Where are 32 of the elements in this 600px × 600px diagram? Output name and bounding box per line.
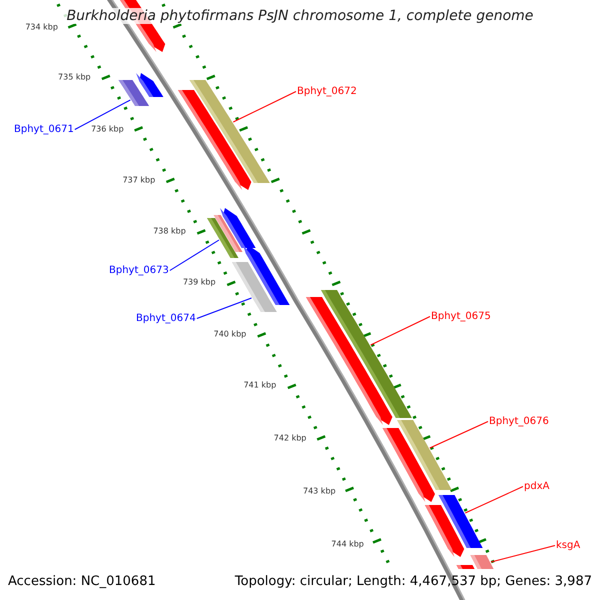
gene-label: Bphyt_0673 — [109, 265, 169, 276]
tick-label: 741 kbp — [244, 380, 276, 390]
leader-line — [490, 545, 556, 562]
cog-bar — [321, 290, 412, 418]
cog-bar — [118, 80, 150, 106]
gene-label: Bphyt_0671 — [14, 124, 74, 135]
gene-label: Bphyt_0674 — [136, 313, 196, 324]
gene-label: ksgA — [556, 540, 580, 551]
leader-line — [370, 316, 430, 346]
tick-label: 734 kbp — [25, 22, 58, 32]
tick-label: 739 kbp — [182, 278, 216, 286]
leader-line — [232, 91, 296, 122]
accession-text: Accession: NC_010681 — [8, 574, 156, 589]
leader-line — [169, 240, 220, 271]
cog-bar — [207, 215, 242, 258]
cog-bar — [190, 80, 270, 183]
gene-label: pdxA — [524, 481, 550, 492]
leader-line — [196, 298, 252, 319]
cog-bar — [470, 555, 494, 569]
cog-bar — [232, 262, 277, 312]
gene-label: Bphyt_0676 — [489, 416, 549, 427]
leader-line — [464, 486, 524, 514]
leader-line — [74, 100, 131, 130]
tick-label: 736 kbp — [91, 124, 124, 134]
gene-label: Bphyt_0675 — [431, 311, 491, 322]
tick-label: 743 kbp — [303, 486, 336, 496]
cog-bar — [438, 495, 483, 548]
leader-line — [429, 421, 488, 448]
cog-bar — [397, 420, 452, 490]
gene-label: Bphyt_0672 — [297, 86, 357, 97]
tick-label: 737 kbp — [122, 176, 156, 184]
tick-label: 744 kbp — [331, 540, 364, 548]
